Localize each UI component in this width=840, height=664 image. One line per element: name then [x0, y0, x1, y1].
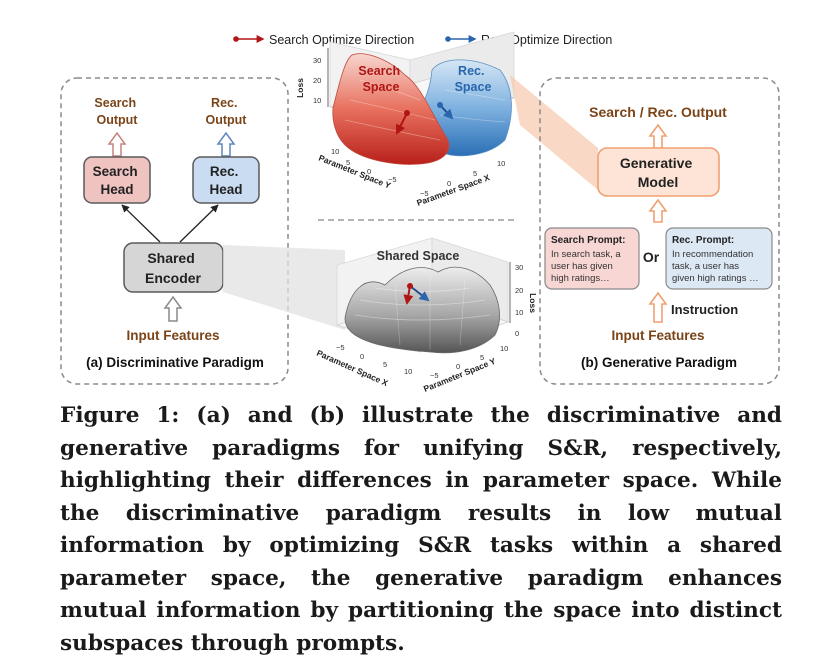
search-output-label: Search Output [94, 96, 139, 127]
generative-model-box [597, 147, 720, 197]
model-callout [510, 75, 598, 190]
search-prompt-title: Search Prompt: [551, 235, 625, 246]
top-y-tick-10: 10 [331, 147, 339, 156]
top-z-tick-30: 30 [313, 56, 321, 65]
search-optimize-arrow [396, 112, 408, 135]
bottom-y-tick-5: 5 [480, 353, 484, 362]
shared-encoder-label: Shared Encoder [145, 250, 202, 286]
figure-caption: Figure 1: (a) and (b) illustrate the dis… [60, 403, 782, 656]
search-head-arrow-icon [107, 131, 127, 157]
search-rec-output-label: Search / Rec. Output [589, 104, 727, 120]
bottom-z-tick-0: 0 [515, 329, 519, 338]
encoder-input-arrow-icon [163, 295, 183, 322]
rec-head-label: Rec. Head [209, 164, 242, 197]
model-output-arrow-icon [648, 123, 668, 149]
rec-output-label: Rec. Output [206, 96, 248, 127]
top-plot-zlabel: Loss [295, 78, 305, 98]
search-space-label: Search Space [358, 64, 403, 94]
rec-prompt-box [665, 227, 773, 290]
rec-head-box [192, 156, 260, 204]
rec-prompt-text: In recommendation task, a user has given… [672, 249, 759, 284]
generative-model-label: Generative Model [620, 155, 696, 190]
panel-generative: Search / Rec. Output Generative Model Se… [539, 77, 780, 385]
panel-b-caption: (b) Generative Paradigm [581, 355, 737, 370]
bottom-y-tick-m5: −5 [430, 371, 439, 380]
top-x-tick-5: 5 [473, 169, 477, 178]
shared-space-title: Shared Space [377, 249, 460, 263]
bottom-x-tick-0: 0 [360, 352, 364, 361]
bottom-x-tick-m5: −5 [336, 343, 345, 352]
top-y-tick-5: 5 [346, 158, 350, 167]
bottom-z-tick-30: 30 [515, 263, 523, 272]
bottom-x-tick-5: 5 [383, 360, 387, 369]
instruction-arrow-icon [648, 291, 668, 323]
rec-head-arrow-icon [216, 131, 236, 157]
top-x-tick-m5: −5 [420, 189, 429, 198]
top-x-tick-0: 0 [447, 179, 451, 188]
legend: Search Optimize Direction Rec. Optimize … [233, 33, 612, 47]
bottom-y-tick-0: 0 [456, 362, 460, 371]
shared-surface [344, 266, 500, 354]
bottom-xlabel: Parameter Space X [315, 348, 390, 389]
figure-diagram: Search Optimize Direction Rec. Optimize … [60, 31, 780, 394]
top-y-tick-0: 0 [367, 167, 371, 176]
input-features-a-label: Input Features [126, 328, 219, 343]
bottom-z-tick-20: 20 [515, 286, 523, 295]
panel-discriminative: Search Output Rec. Output Search Head Re… [60, 77, 289, 385]
search-surface [332, 53, 450, 165]
search-prompt-text: In search task, a user has given high ra… [551, 249, 623, 284]
shared-rec-arrow [409, 285, 430, 302]
input-features-b-label: Input Features [611, 328, 704, 343]
panel-a-caption: (a) Discriminative Paradigm [86, 355, 264, 370]
plot-shared-space: Shared Space 30 20 10 0 Loss Parameter S… [315, 237, 538, 394]
search-prompt-box [544, 227, 640, 290]
top-x-tick-10: 10 [497, 159, 505, 168]
top-z-tick-20: 20 [313, 76, 321, 85]
or-label: Or [643, 249, 660, 265]
top-y-tick-m5: −5 [388, 175, 397, 184]
instruction-label: Instruction [671, 302, 738, 317]
bottom-plot-zlabel: Loss [528, 293, 538, 313]
legend-search-label: Search Optimize Direction [269, 33, 414, 47]
top-z-tick-10: 10 [313, 96, 321, 105]
bottom-y-tick-10: 10 [500, 344, 508, 353]
rec-space-label: Rec. Space [455, 64, 492, 94]
search-head-box [83, 156, 151, 204]
bottom-x-tick-10: 10 [404, 367, 412, 376]
rec-prompt-title: Rec. Prompt: [672, 235, 734, 246]
encoder-callout [223, 245, 345, 330]
plot-separated-spaces: Loss 10 20 30 Search Space Rec. Space Pa… [295, 31, 516, 208]
prompt-to-model-arrow-icon [648, 198, 668, 223]
search-head-label: Search Head [93, 164, 142, 197]
bottom-z-tick-10: 10 [515, 308, 523, 317]
